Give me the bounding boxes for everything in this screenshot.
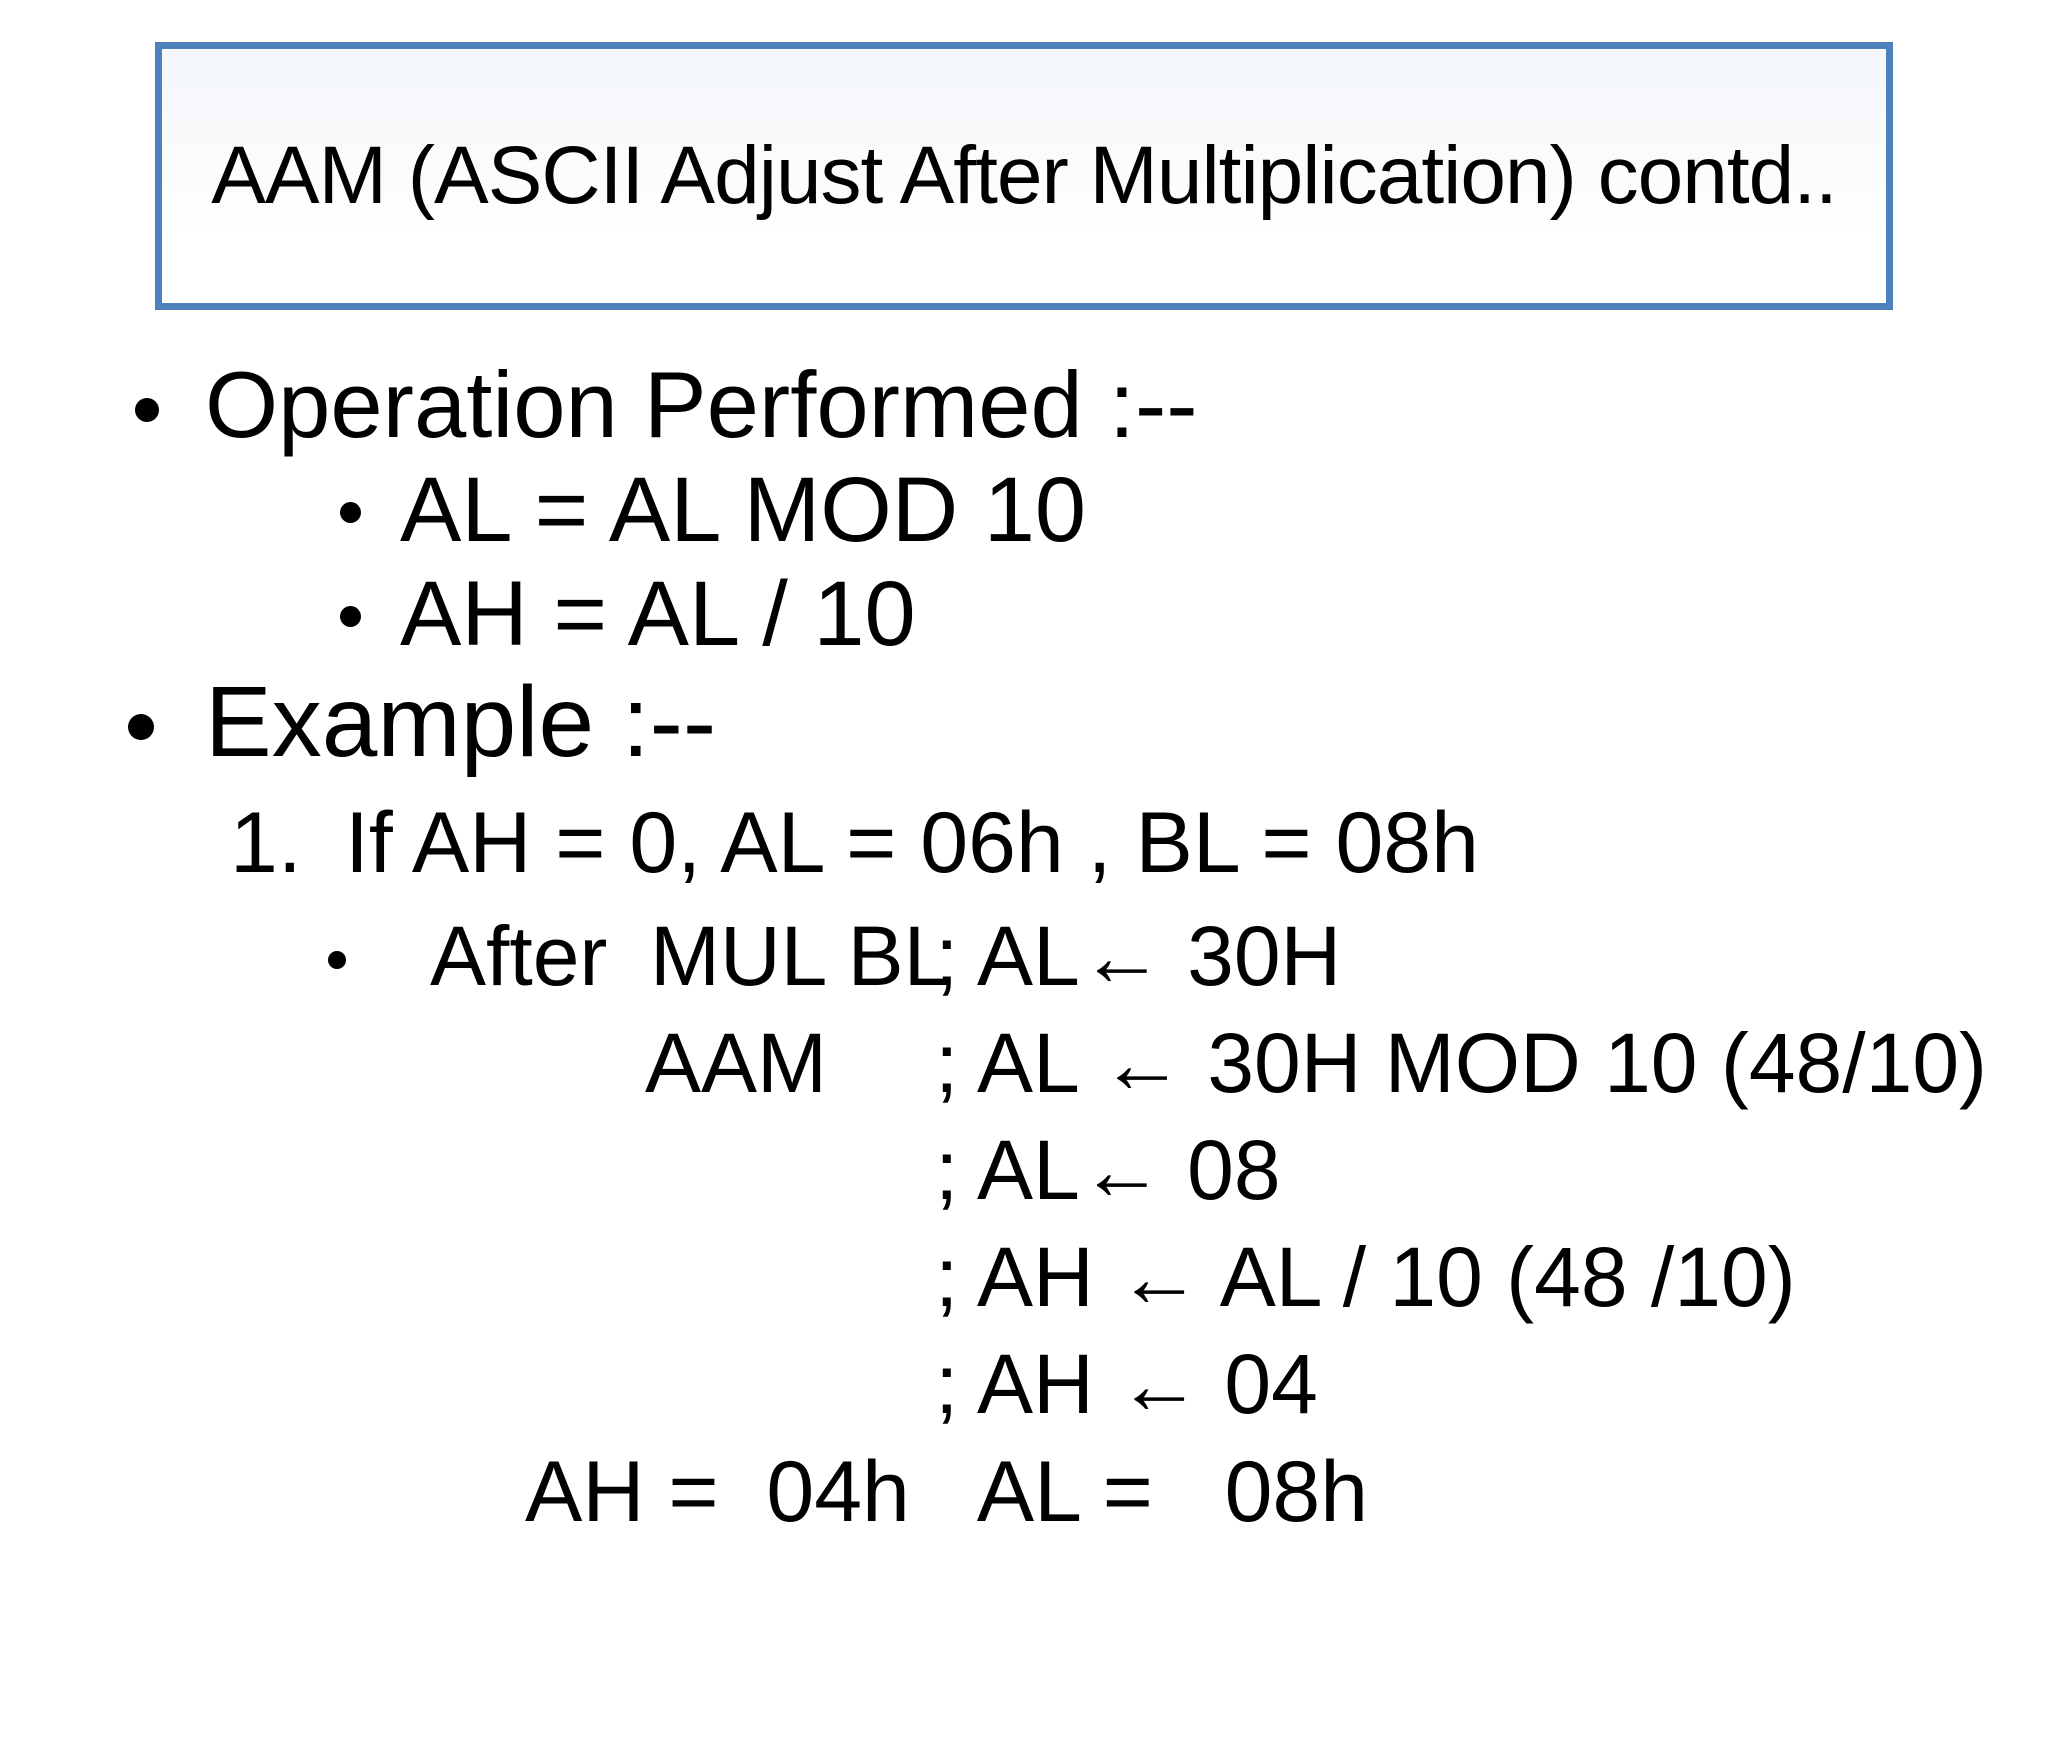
presentation-slide: AAM (ASCII Adjust After Multiplication) … (128, 42, 1987, 1535)
slide-body: Operation Performed :-- AL = AL MOD 10 A… (0, 358, 2048, 1559)
comment-text: ; AH ← 04 (935, 1337, 1318, 1431)
comment-text: ; AH ← AL / 10 (48 /10) (935, 1230, 1796, 1324)
slide-title: AAM (ASCII Adjust After Multiplication) … (211, 130, 1838, 221)
operation-header-line: Operation Performed :-- (0, 358, 2048, 464)
example-condition-text: If AH = 0, AL = 06h , BL = 08h (345, 795, 1479, 891)
example-number: 1. (230, 795, 302, 891)
example-header-line: Example :-- (0, 672, 2048, 800)
bullet-icon (128, 714, 154, 740)
operation-item-text: AL = AL MOD 10 (400, 459, 1087, 561)
code-comment-line: ; AH ← AL / 10 (48 /10) (0, 1235, 2048, 1342)
bullet-icon (328, 951, 346, 969)
result-text: AH = 04h AL = 08h (525, 1444, 1369, 1540)
after-instruction: MUL BL (650, 909, 951, 1003)
operation-header-text: Operation Performed :-- (205, 352, 1198, 457)
bullet-icon (340, 502, 361, 523)
code-line-aam: AAM ; AL ← 30H MOD 10 (48/10) (0, 1021, 2048, 1128)
operation-item-line: AL = AL MOD 10 (0, 464, 2048, 568)
bullet-icon (340, 606, 361, 627)
comment-text: ; AL← 08 (935, 1123, 1281, 1217)
aam-comment: ; AL ← 30H MOD 10 (48/10) (935, 1016, 1988, 1110)
operation-item-line: AH = AL / 10 (0, 568, 2048, 672)
title-box: AAM (ASCII Adjust After Multiplication) … (155, 42, 1893, 310)
code-comment-line: ; AL← 08 (0, 1128, 2048, 1235)
operation-item-text: AH = AL / 10 (400, 563, 916, 665)
after-comment: ; AL← 30H (935, 909, 1342, 1003)
result-line: AH = 04h AL = 08h (0, 1449, 2048, 1559)
aam-instruction: AAM (645, 1016, 828, 1110)
bullet-icon (135, 398, 159, 422)
example-numbered-line: 1. If AH = 0, AL = 06h , BL = 08h (0, 800, 2048, 914)
after-label: After (430, 909, 608, 1003)
code-comment-line: ; AH ← 04 (0, 1342, 2048, 1449)
example-header-text: Example :-- (205, 666, 717, 778)
code-line-after: After MUL BL ; AL← 30H (0, 914, 2048, 1021)
